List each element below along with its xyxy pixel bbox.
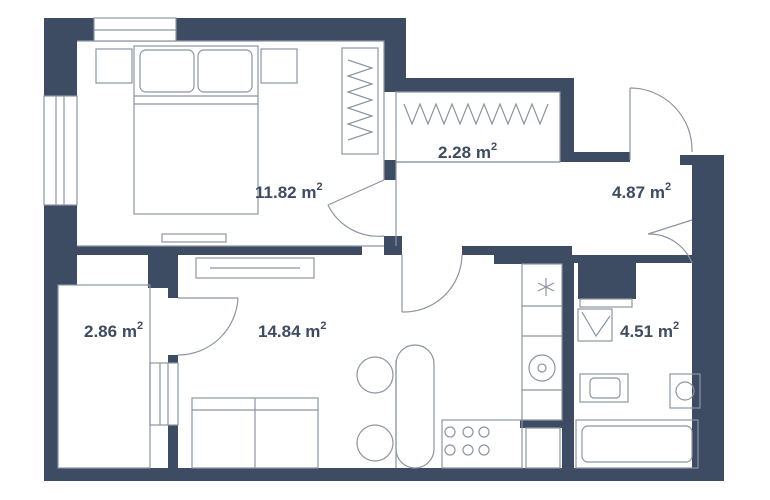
door-entrance — [629, 87, 693, 160]
walls — [44, 18, 724, 481]
furniture — [43, 17, 701, 469]
wall-segment — [494, 246, 572, 264]
wall-segment — [562, 255, 650, 263]
wall-segment — [384, 160, 396, 180]
door-bathroom — [647, 219, 693, 264]
window-left-bedroom — [43, 95, 78, 206]
room-outline — [77, 40, 385, 180]
door-bedroom — [327, 179, 385, 237]
room-area-living-kitchen: 14.84 m2 — [258, 320, 327, 341]
wall-segment — [520, 420, 562, 428]
door-balcony — [177, 297, 239, 356]
wall-segment — [384, 236, 402, 255]
bar-stool — [356, 356, 394, 394]
wall-segment — [168, 355, 178, 363]
window-top-bedroom — [93, 17, 177, 42]
sink-icon — [528, 354, 556, 382]
wall-segment — [384, 18, 406, 80]
wall-segment — [44, 246, 362, 255]
wall-segment — [680, 155, 724, 165]
room-area-bathroom: 4.51 m2 — [620, 320, 679, 341]
bar-counter — [395, 344, 435, 469]
sofa — [191, 397, 319, 469]
wall-segment — [384, 78, 574, 92]
wall-segment — [44, 18, 77, 96]
room-area-hallway: 4.87 m2 — [612, 181, 671, 202]
wall-segment — [44, 205, 77, 285]
kitchen-counter — [441, 263, 563, 469]
cooktop-icon — [444, 426, 490, 456]
wall-segment — [168, 246, 178, 298]
snowflake-icon — [537, 278, 555, 296]
wall-segment — [560, 152, 630, 162]
window-living — [149, 362, 179, 426]
wall-segment — [44, 468, 724, 481]
wall-segment — [560, 78, 574, 160]
bed — [95, 45, 298, 243]
room-area-bedroom: 11.82 m2 — [255, 181, 323, 202]
room-labels: 11.82 m2 2.28 m2 4.87 m2 2.86 m2 14.84 m… — [84, 141, 679, 341]
tv-console — [195, 257, 315, 279]
bar-stool — [356, 424, 394, 462]
door-living — [401, 254, 463, 313]
room-area-balcony: 2.86 m2 — [84, 320, 143, 341]
wall-segment — [692, 155, 724, 481]
bedroom-wardrobe — [341, 47, 379, 155]
balcony-outline — [57, 284, 151, 469]
wall-segment — [562, 255, 574, 481]
wall-segment — [578, 263, 636, 299]
wall-segment — [640, 255, 692, 263]
room-area-wardrobe: 2.28 m2 — [438, 141, 497, 162]
wall-segment — [168, 425, 178, 481]
wall-segment — [44, 285, 58, 481]
bathroom-fixtures — [575, 298, 701, 469]
